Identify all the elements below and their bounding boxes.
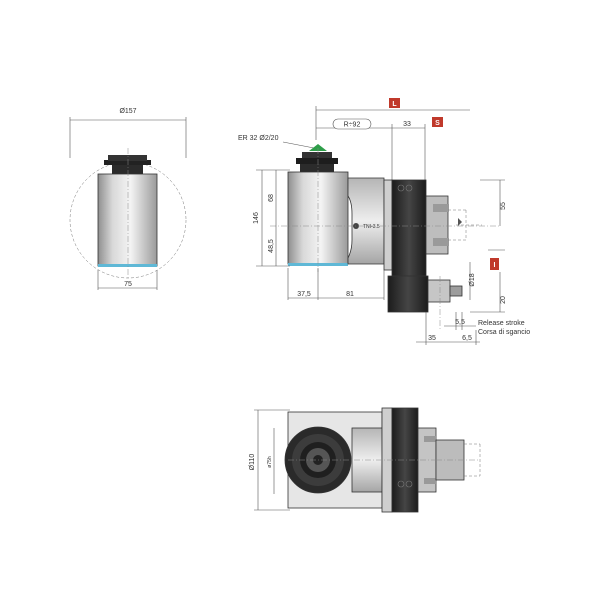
badge-L-text: L	[392, 101, 397, 108]
dim-r92: R÷92	[344, 122, 361, 129]
left-view: Ø157 75	[69, 108, 187, 290]
er-marker	[309, 144, 327, 151]
side-lower-spindle	[427, 279, 451, 303]
side-view: L R÷92 33 S ER 32 Ø2/20 TNI-3.5	[238, 98, 530, 345]
dim-81: 81	[346, 291, 354, 298]
cyan-edge	[98, 264, 157, 267]
dim-20: 20	[500, 296, 507, 304]
dim-146: 146	[253, 212, 260, 224]
dim-33: 33	[403, 121, 411, 128]
dim-75-left: 75	[124, 281, 132, 288]
note-release-en: Release stroke	[478, 320, 525, 327]
nut-top	[108, 155, 147, 161]
dim-110: Ø110	[249, 454, 256, 471]
side-bridge	[347, 177, 385, 265]
dim-75-small: ø75h	[267, 456, 273, 468]
dim-18: Ø18	[469, 273, 476, 286]
badge-I	[490, 258, 499, 270]
nut-ring	[104, 160, 151, 165]
side-nut	[300, 164, 334, 172]
top-view: Ø110 ø75h	[249, 407, 481, 513]
dim-5-5: 5,5	[455, 319, 465, 326]
badge-S-text: S	[435, 120, 440, 127]
dim-55: 55	[500, 202, 507, 210]
badge-L	[389, 98, 400, 108]
dim-35: 35	[428, 335, 436, 342]
dim-48-5: 48,5	[268, 239, 275, 253]
badge-I-text: I	[494, 262, 496, 269]
dim-6-5: 6,5	[462, 335, 472, 342]
body-cylinder	[97, 173, 158, 267]
label-er32: ER 32 Ø2/20	[238, 135, 279, 142]
nut-neck	[112, 165, 143, 174]
note-release-it: Corsa di sgancio	[478, 329, 530, 336]
badge-S	[432, 117, 443, 127]
dim-157: Ø157	[119, 108, 136, 115]
brand-text: TNI-3.5	[363, 224, 380, 230]
side-flange	[391, 179, 427, 277]
side-lower-arm	[387, 275, 429, 313]
dim-37-5: 37,5	[297, 291, 311, 298]
dim-68: 68	[268, 194, 275, 202]
r92-box	[332, 118, 372, 130]
